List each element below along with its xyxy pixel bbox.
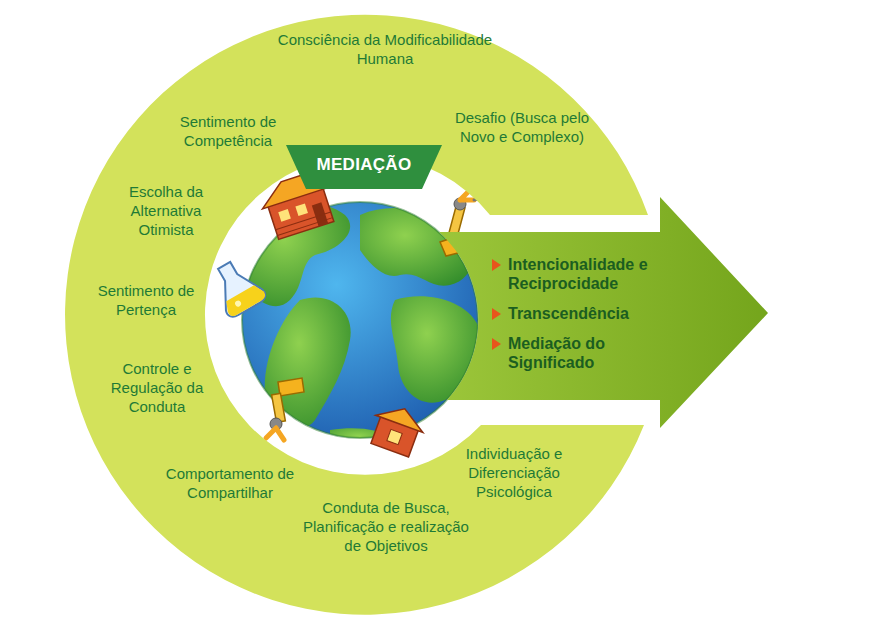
ring-label: Escolha da Alternativa Otimista [108,182,224,239]
banner-label: MEDIAÇÃO [317,155,412,175]
ring-label: Sentimento de Pertença [86,281,206,319]
ring-label: Individuação e Diferenciação Psicológica [444,444,584,501]
ring-label: Controle e Regulação da Conduta [95,359,219,416]
ring-label: Consciência da Modificabilidade Humana [275,30,495,68]
bullet-item: Mediação do Significado [492,334,688,372]
robot-arm-icon [266,378,304,440]
flask-icon [205,255,267,320]
direction-arrow: Intencionalidade e ReciprocidadeTranscen… [430,195,770,431]
ring-label: Desafio (Busca pelo Novo e Complexo) [447,108,597,146]
ring-label: Sentimento de Competência [153,112,303,150]
house-icon [366,400,428,458]
continents [240,203,481,450]
banner-shape-path [286,145,442,189]
arrow-shape-path [439,197,768,428]
ring-label: Comportamento de Compartilhar [155,464,305,502]
mediation-banner: MEDIAÇÃO [286,145,442,189]
bullet-item: Transcendência [492,304,688,323]
ring-label: Conduta de Busca, Planificação e realiza… [298,498,474,555]
bullet-item: Intencionalidade e Reciprocidade [492,255,688,293]
